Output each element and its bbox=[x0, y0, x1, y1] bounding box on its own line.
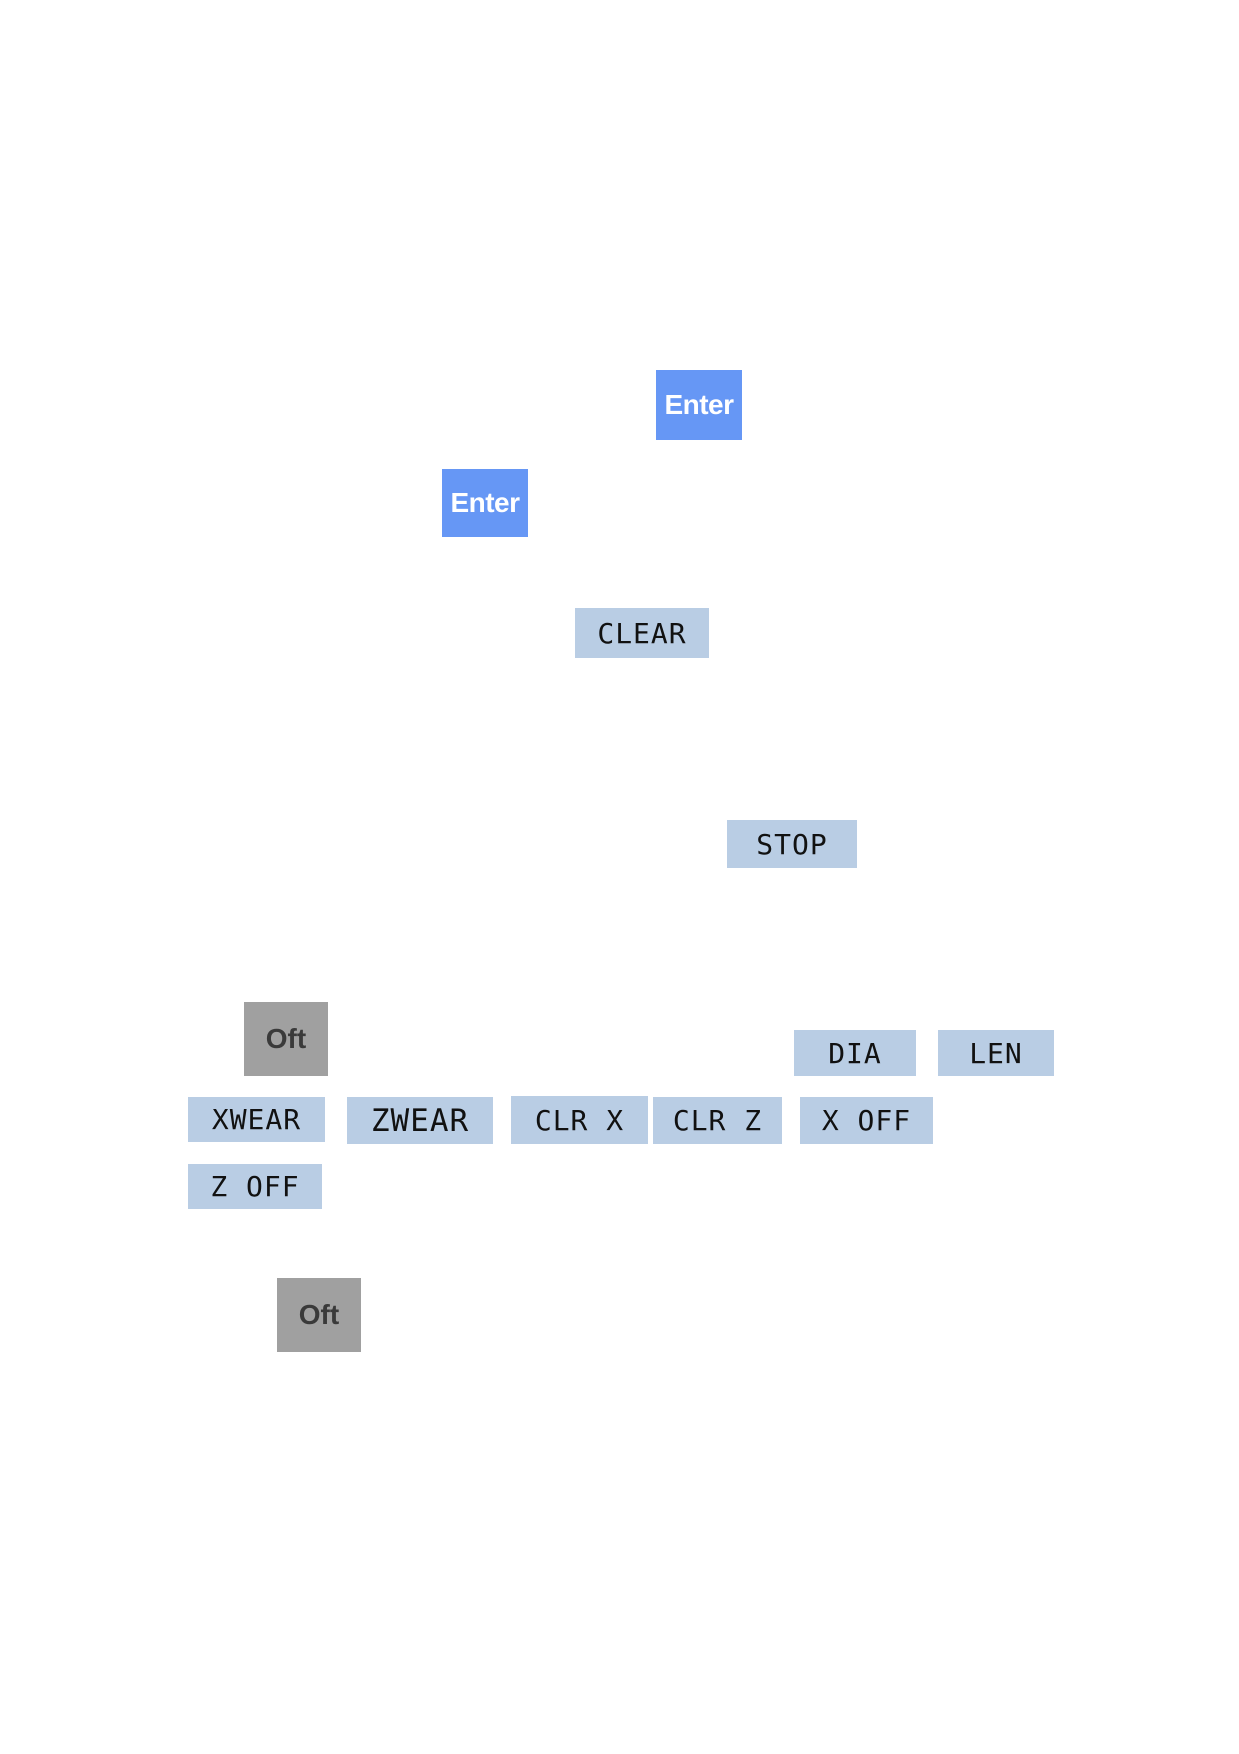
oft-button-2[interactable]: Oft bbox=[277, 1278, 361, 1352]
enter-button-1[interactable]: Enter bbox=[656, 370, 742, 440]
enter-button-2[interactable]: Enter bbox=[442, 469, 528, 537]
clr-z-button[interactable]: CLR Z bbox=[653, 1097, 782, 1144]
clr-x-button[interactable]: CLR X bbox=[511, 1096, 648, 1144]
oft-button-1[interactable]: Oft bbox=[244, 1002, 328, 1076]
stop-button[interactable]: STOP bbox=[727, 820, 857, 868]
xwear-button[interactable]: XWEAR bbox=[188, 1097, 325, 1142]
x-off-button[interactable]: X OFF bbox=[800, 1097, 933, 1144]
zwear-button[interactable]: ZWEAR bbox=[347, 1097, 493, 1144]
dia-button[interactable]: DIA bbox=[794, 1030, 916, 1076]
len-button[interactable]: LEN bbox=[938, 1030, 1054, 1076]
z-off-button[interactable]: Z OFF bbox=[188, 1164, 322, 1209]
clear-button[interactable]: CLEAR bbox=[575, 608, 709, 658]
